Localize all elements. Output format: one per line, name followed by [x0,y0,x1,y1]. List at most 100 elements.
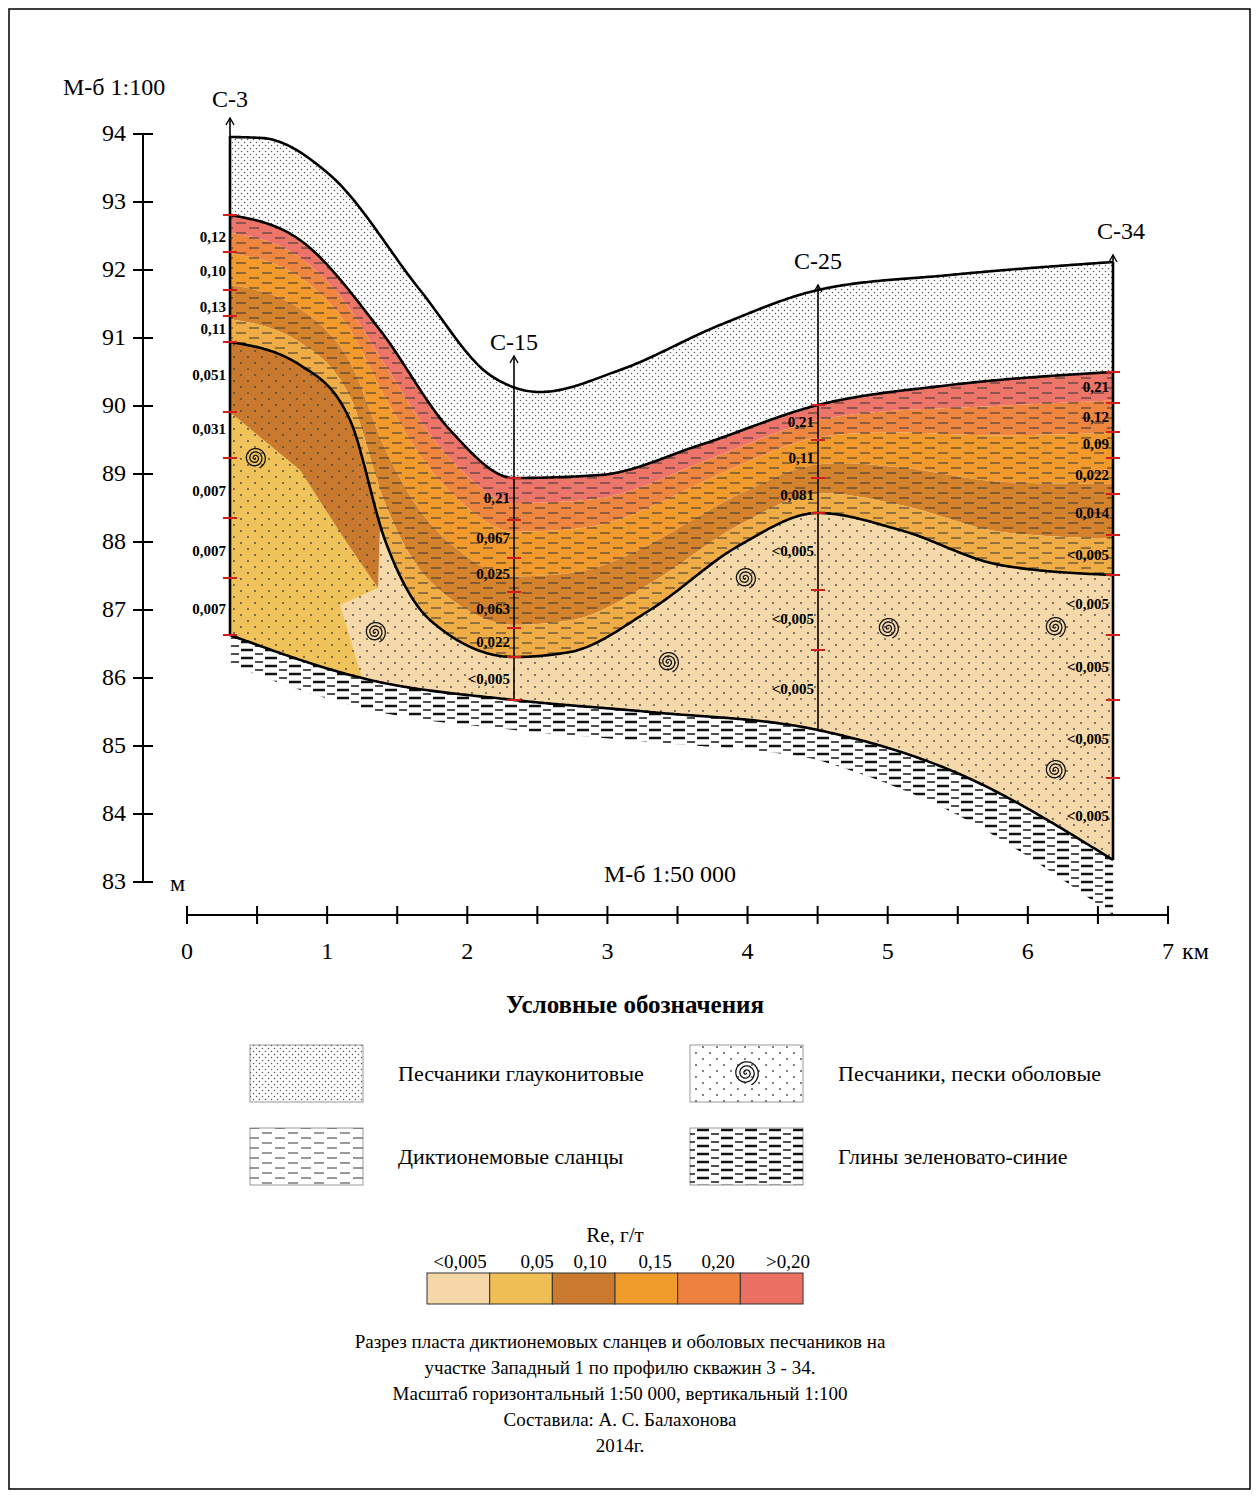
axis-tick [133,677,153,679]
shell-symbol [1046,618,1065,637]
sample-tick [507,519,521,521]
axis-tick [133,201,153,203]
shell-symbol [246,449,265,468]
layer-boundary [230,215,1113,478]
axis-tick [747,906,749,924]
axis-label: 4 [742,938,754,966]
axis-label: 94 [102,120,126,148]
borehole-arrow [226,118,234,125]
axis-tick [133,609,153,611]
sample-tick [507,477,521,479]
borehole [229,118,231,635]
axis-label: 2 [461,938,473,966]
axis-tick [256,906,258,924]
assay-value: <0,005 [772,543,814,560]
borehole-arrow [1109,255,1117,262]
sample-tick [223,411,237,413]
axis-tick [536,906,538,924]
legend-text: 0,15 [638,1251,671,1273]
axis-tick [133,745,153,747]
borehole [817,285,819,730]
sample-tick [1106,402,1120,404]
sample-tick [1106,493,1120,495]
borehole-arrow [510,356,518,363]
assay-value: 0,12 [1083,409,1109,426]
axis-label: 83 [102,868,126,896]
color-swatch [552,1273,615,1304]
obolus-sandstone [230,342,1113,860]
axis-tick [133,881,153,883]
legend-title: Условные обозначения [506,991,764,1020]
sample-tick [811,649,825,651]
layer-boundary [230,137,1113,392]
assay-value: 0,007 [192,543,226,560]
sample-tick [811,439,825,441]
axis-label: 0 [181,938,193,966]
obolus-sandstone [230,342,1113,860]
axis-tick [1027,906,1029,924]
sample-tick [507,557,521,559]
axis-label: 84 [102,800,126,828]
scale-title: Re, г/т [586,1223,643,1247]
axis-tick [1167,906,1169,924]
axis-tick [957,906,959,924]
section [133,118,1168,924]
axis-label: 89 [102,460,126,488]
axis-tick [133,337,153,339]
sample-tick [507,627,521,629]
axis-label: 88 [102,528,126,556]
axis-tick [133,269,153,271]
sample-tick [223,341,237,343]
legend-pattern [690,1128,803,1185]
assay-value: 0,063 [476,601,510,618]
assay-value: 0,21 [1083,379,1109,396]
axis-tick [133,473,153,475]
assay-value: <0,005 [1067,731,1109,748]
shell-symbol [736,1062,758,1085]
legend-sample [250,1128,363,1185]
axis-tick [466,906,468,924]
sample-tick [1106,777,1120,779]
assay-value: 0,11 [201,321,226,338]
axis-tick [817,906,819,924]
shell-symbol [1046,761,1065,780]
frame [9,9,1250,1489]
sample-tick [811,512,825,514]
axis-label: 91 [102,324,126,352]
assay-value: <0,005 [1067,659,1109,676]
borehole-arrow [814,285,822,292]
sample-tick [223,517,237,519]
assay-value: <0,005 [772,681,814,698]
axis-tick [133,813,153,815]
assay-value: <0,005 [1067,808,1109,825]
sample-tick [507,656,521,658]
axis-tick [396,906,398,924]
layer-boundary [230,635,1113,860]
assay-value: 0,21 [788,414,814,431]
axis-tick [133,541,153,543]
assay-value: 0,025 [476,566,510,583]
y-axis [142,134,144,882]
assay-value: 0,10 [200,263,226,280]
assay-value: 0,067 [476,530,510,547]
sample-tick [811,404,825,406]
legend-text: Песчаники, пески оболовые [838,1061,1101,1086]
assay-value: 0,051 [192,367,226,384]
sample-tick [1106,574,1120,576]
assay-value: 0,09 [1083,436,1109,453]
assay-value: 0,014 [1075,505,1109,522]
sample-tick [223,634,237,636]
axis-label: 87 [102,596,126,624]
sample-tick [1106,371,1120,373]
color-swatch [678,1273,741,1304]
shell-symbol [736,569,755,588]
sample-tick [811,477,825,479]
borehole-name: С-15 [490,329,538,357]
shell-symbol [366,623,385,642]
sample-tick [507,591,521,593]
legend-text: Глины зеленовато-синие [838,1144,1068,1169]
axis-label: 5 [882,938,894,966]
unit-label: км [1182,938,1209,966]
